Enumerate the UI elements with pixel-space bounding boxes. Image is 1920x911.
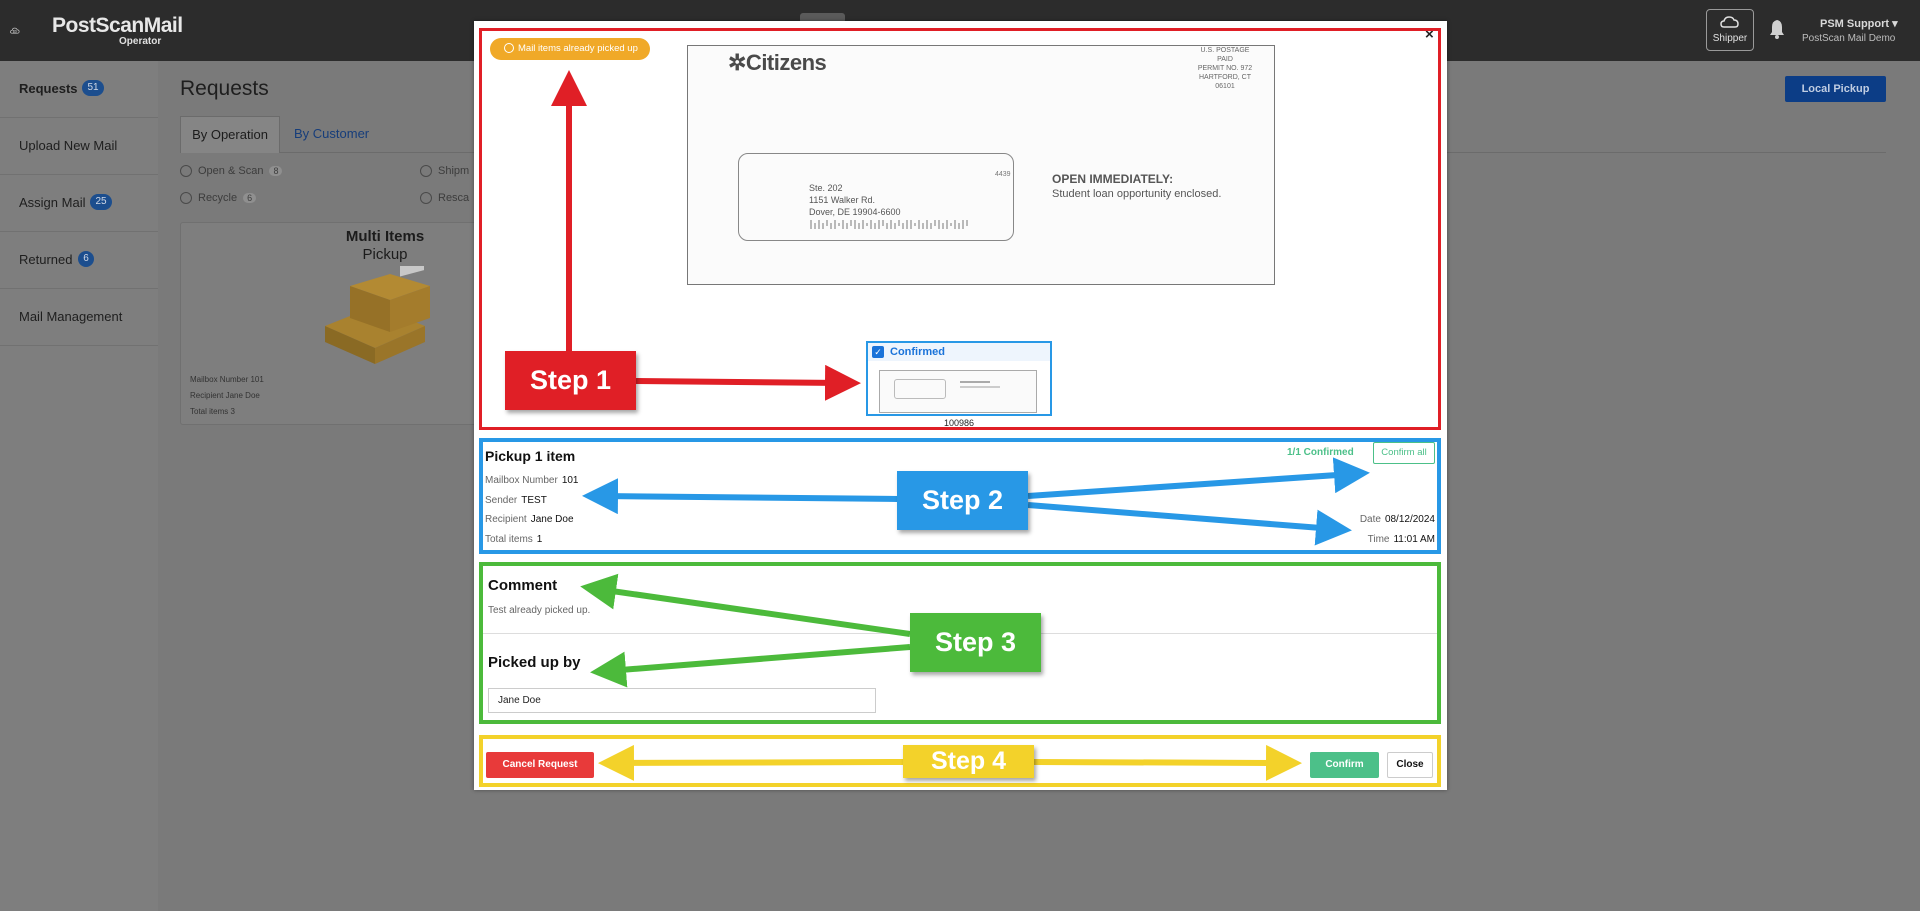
sidebar-item-assign-mail[interactable]: Assign Mail 25 <box>0 175 158 232</box>
user-menu[interactable]: PSM Support ▾ <box>1820 18 1898 30</box>
local-pickup-button[interactable]: Local Pickup <box>1785 76 1886 102</box>
step2-highlight-frame <box>479 438 1441 554</box>
cloud-logo-icon <box>10 27 20 34</box>
close-button[interactable]: Close <box>1387 752 1433 778</box>
sidebar-item-label: Returned <box>19 252 73 267</box>
comment-text: Test already picked up. <box>488 605 591 616</box>
checkbox-checked-icon[interactable]: ✓ <box>872 346 884 358</box>
step4-highlight-frame <box>479 735 1441 787</box>
user-org: PostScan Mail Demo <box>1802 33 1896 44</box>
step1-label: Step 1 <box>505 351 636 410</box>
thumbnail-id: 100986 <box>943 418 975 428</box>
step1-highlight-frame <box>479 28 1441 430</box>
count-badge: 6 <box>78 251 94 267</box>
tab-by-operation[interactable]: By Operation <box>180 116 280 153</box>
envelope-headline: OPEN IMMEDIATELY: <box>1052 172 1174 186</box>
close-icon[interactable]: × <box>1425 26 1434 43</box>
sidebar-item-returned[interactable]: Returned 6 <box>0 232 158 289</box>
thumbnail-status: Confirmed <box>890 346 945 358</box>
card-total-items: Total items 3 <box>190 407 235 416</box>
thumbnail-image <box>879 370 1037 413</box>
shipper-button[interactable]: Shipper <box>1706 9 1754 51</box>
sidebar-item-label: Requests <box>19 81 78 96</box>
app-logo-text[interactable]: PostScanMail <box>52 14 183 37</box>
card-subtitle: Pickup <box>362 246 408 263</box>
pickup-title: Pickup 1 item <box>485 448 576 464</box>
sidebar-item-upload-new-mail[interactable]: Upload New Mail <box>0 118 158 175</box>
bell-icon[interactable] <box>1768 18 1786 40</box>
step4-label: Step 4 <box>903 745 1034 778</box>
app-logo-subtitle: Operator <box>119 36 162 47</box>
sidebar-item-mail-management[interactable]: Mail Management <box>0 289 158 346</box>
package-icon <box>504 43 514 54</box>
radio-icon <box>420 192 432 205</box>
confirmed-count: 1/1 Confirmed <box>1287 447 1354 458</box>
comment-title: Comment <box>488 577 558 594</box>
sidebar-item-label: Upload New Mail <box>19 138 118 153</box>
filter-rescan[interactable]: Resca <box>420 192 469 205</box>
top-notch <box>800 13 845 23</box>
page-title: Requests <box>180 77 269 100</box>
picked-up-badge-label: Mail items already picked up <box>518 43 638 54</box>
confirm-button[interactable]: Confirm <box>1310 752 1379 778</box>
envelope-code: 4439 <box>995 171 1011 178</box>
mail-scan-image[interactable] <box>687 45 1275 285</box>
tab-by-customer[interactable]: By Customer <box>294 126 370 141</box>
count-badge: 51 <box>82 80 104 96</box>
picked-up-by-input[interactable]: Jane Doe <box>488 688 876 713</box>
cancel-request-button[interactable]: Cancel Request <box>486 752 594 778</box>
package-box-icon <box>325 266 430 364</box>
confirm-all-button[interactable]: Confirm all <box>1373 442 1435 464</box>
step2-label: Step 2 <box>897 471 1028 530</box>
step3-highlight-frame <box>479 562 1441 724</box>
card-title: Multi Items <box>345 228 425 245</box>
filter-shipment[interactable]: Shipm <box>420 165 469 178</box>
envelope-postage: U.S. POSTAGE PAID PERMIT NO. 972 HARTFOR… <box>1197 47 1253 90</box>
shipper-label: Shipper <box>1712 33 1748 44</box>
radio-icon <box>420 165 432 178</box>
step3-label: Step 3 <box>910 613 1041 672</box>
sidebar-item-label: Assign Mail <box>19 195 86 210</box>
cloud-icon <box>1720 16 1739 28</box>
card-mailbox: Mailbox Number 101 <box>190 375 264 384</box>
picked-up-by-title: Picked up by <box>488 654 581 671</box>
picked-up-badge: Mail items already picked up <box>490 38 650 60</box>
sidebar-item-label: Mail Management <box>19 309 123 324</box>
sidebar-item-requests[interactable]: Requests 51 <box>0 61 158 118</box>
barcode-icon <box>810 220 968 229</box>
radio-icon <box>180 165 192 178</box>
thumbnail-header <box>868 343 1050 361</box>
radio-icon <box>180 192 192 205</box>
count-badge: 25 <box>90 194 112 210</box>
envelope-subline: Student loan opportunity enclosed. <box>1052 188 1222 200</box>
envelope-address: Ste. 202 1151 Walker Rd. Dover, DE 19904… <box>809 183 901 217</box>
card-recipient: Recipient Jane Doe <box>190 391 260 400</box>
envelope-window <box>738 153 1014 241</box>
sidebar: Requests 51 Upload New Mail Assign Mail … <box>0 61 158 911</box>
envelope-logo: ✲Citizens <box>728 50 827 75</box>
